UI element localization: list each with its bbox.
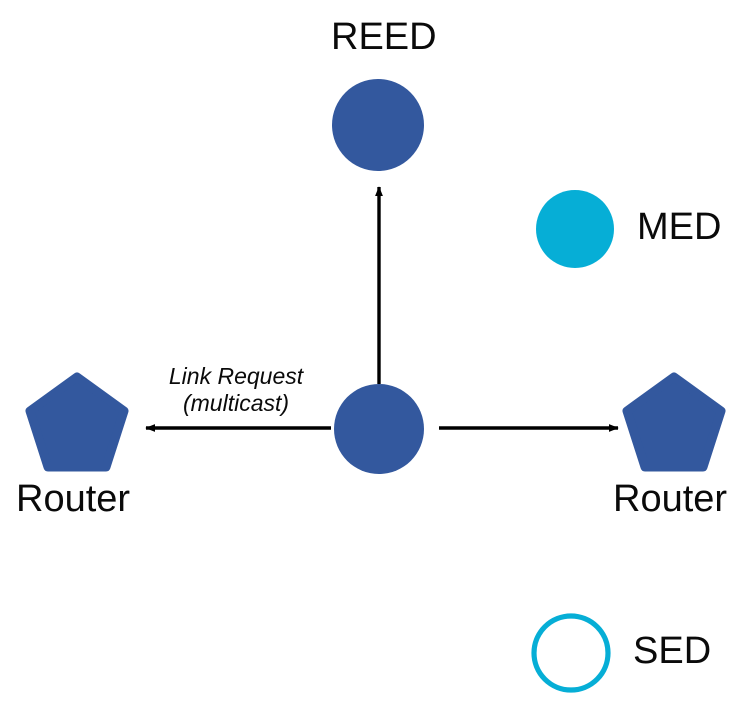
node-med[interactable] bbox=[536, 190, 614, 268]
node-center-reed[interactable] bbox=[334, 384, 424, 474]
node-router-left[interactable] bbox=[25, 372, 129, 472]
edge-label-line-2: (multicast) bbox=[182, 390, 290, 416]
node-label-sed: SED bbox=[633, 630, 712, 672]
node-label-med: MED bbox=[637, 206, 722, 248]
node-reed[interactable] bbox=[332, 79, 424, 171]
node-router-right[interactable] bbox=[622, 372, 726, 472]
node-label-reed: REED bbox=[331, 16, 437, 58]
node-sed[interactable] bbox=[531, 613, 611, 693]
node-label-router-right: Router bbox=[613, 478, 728, 520]
node-label-router-left: Router bbox=[16, 478, 131, 520]
edge-label-link-request: Link Request (multicast) bbox=[160, 363, 312, 417]
edge-label-line-1: Link Request bbox=[168, 363, 304, 389]
